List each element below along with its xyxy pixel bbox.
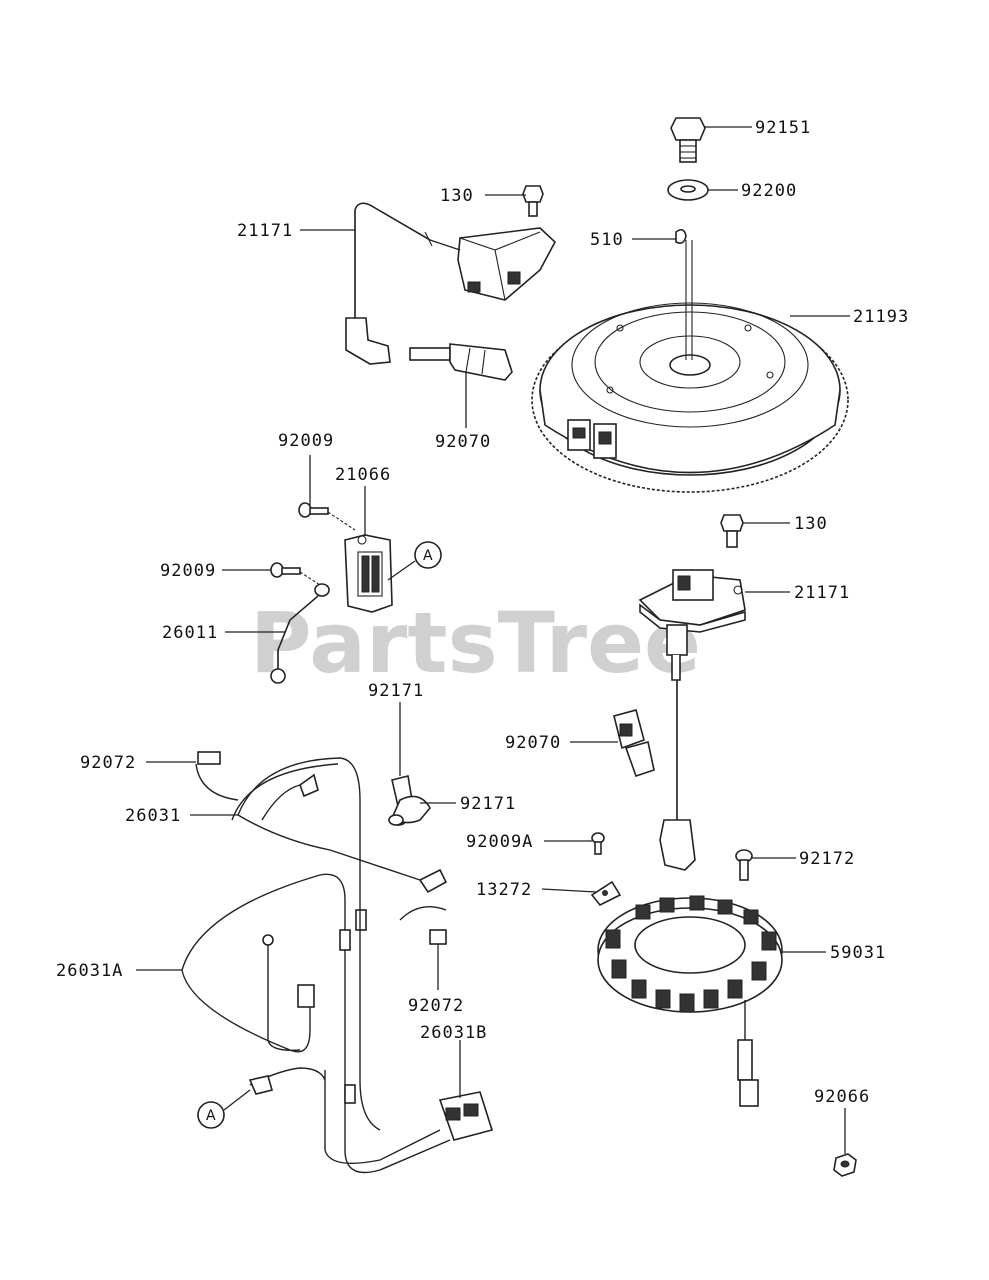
svg-text:A: A xyxy=(206,1108,216,1124)
label-26031B: 26031B xyxy=(420,1023,487,1043)
label-92070-top: 92070 xyxy=(435,432,491,452)
bolt-130-top[interactable] xyxy=(522,185,544,217)
bracket-13272[interactable] xyxy=(590,880,622,907)
leader-lines xyxy=(136,126,850,1154)
harness-26031A[interactable] xyxy=(181,850,451,1174)
screw-92009-upper[interactable] xyxy=(298,502,356,531)
label-92070-lower: 92070 xyxy=(505,733,561,753)
ground-wire-26011[interactable] xyxy=(270,583,330,684)
label-92066: 92066 xyxy=(814,1087,870,1107)
bolt-92151[interactable] xyxy=(670,117,706,163)
label-510: 510 xyxy=(590,230,624,250)
clamp-92072-upper[interactable] xyxy=(195,751,239,801)
screw-92172[interactable] xyxy=(735,849,753,881)
washer-92200[interactable] xyxy=(667,179,709,201)
ignition-coil-21171-lower[interactable] xyxy=(638,569,746,871)
label-92072-upper: 92072 xyxy=(80,753,136,773)
label-130-lower: 130 xyxy=(794,514,828,534)
clamp-92171-lower[interactable] xyxy=(388,795,431,826)
label-92171-lower: 92171 xyxy=(460,794,516,814)
spark-plug-92070-top[interactable] xyxy=(409,343,513,381)
label-92171-upper: 92171 xyxy=(368,681,424,701)
bolt-130-lower[interactable] xyxy=(720,514,744,548)
stator-59031[interactable] xyxy=(597,895,783,1107)
key-510[interactable] xyxy=(675,228,687,244)
svg-text:A: A xyxy=(423,548,433,564)
label-92200: 92200 xyxy=(741,181,797,201)
label-92072-lower: 92072 xyxy=(408,996,464,1016)
label-92151: 92151 xyxy=(755,118,811,138)
label-92009-upper: 92009 xyxy=(278,431,334,451)
screw-92009-lower[interactable] xyxy=(270,562,321,586)
clamp-92072-lower[interactable] xyxy=(399,906,447,945)
watermark: PartsTree xyxy=(250,594,701,692)
label-26011: 26011 xyxy=(162,623,218,643)
connector-26031B[interactable] xyxy=(438,1091,494,1141)
nut-92066[interactable] xyxy=(833,1153,857,1177)
screw-92009A[interactable] xyxy=(591,832,605,855)
label-92009-lower: 92009 xyxy=(160,561,216,581)
label-26031A: 26031A xyxy=(56,961,123,981)
callout-a-harness: A xyxy=(197,1101,225,1129)
flywheel-21193[interactable] xyxy=(531,240,849,493)
label-21171-lower: 21171 xyxy=(794,583,850,603)
label-21171-top: 21171 xyxy=(237,221,293,241)
label-21066: 21066 xyxy=(335,465,391,485)
label-92172: 92172 xyxy=(799,849,855,869)
harness-26031[interactable] xyxy=(231,757,448,894)
regulator-21066[interactable] xyxy=(344,534,393,613)
label-130-top: 130 xyxy=(440,186,474,206)
ignition-coil-21171-top[interactable] xyxy=(345,202,556,365)
label-13272: 13272 xyxy=(476,880,532,900)
label-21193: 21193 xyxy=(853,307,909,327)
label-59031: 59031 xyxy=(830,943,886,963)
spark-plug-92070-lower[interactable] xyxy=(613,709,655,778)
callout-a-regulator: A xyxy=(414,541,442,569)
part-labels: 92151 92200 510 130 21171 21193 92070 92… xyxy=(56,118,909,1107)
label-26031: 26031 xyxy=(125,806,181,826)
label-92009A: 92009A xyxy=(466,832,533,852)
